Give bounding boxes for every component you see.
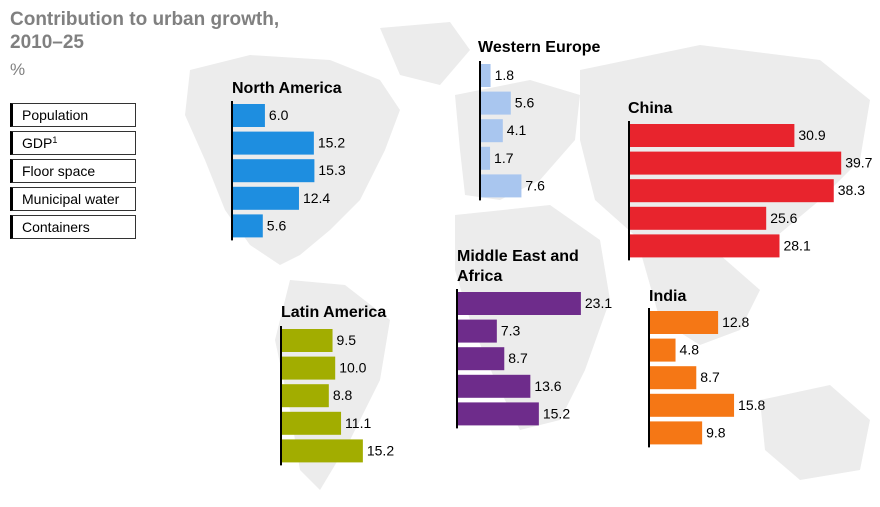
bar-value-label: 12.4	[303, 190, 330, 206]
bar-india-4	[650, 421, 703, 445]
bar-china-1	[630, 151, 842, 175]
bar-value-label: 23.1	[585, 295, 612, 311]
bar-india-1	[650, 338, 676, 362]
bar-value-label: 15.2	[543, 405, 570, 421]
region-label-middle-east-africa: Middle East and Africa	[457, 248, 579, 285]
bar-value-label: 8.7	[700, 369, 720, 385]
legend-label: GDP	[22, 135, 53, 151]
legend-item-floor-space: Floor space	[10, 159, 136, 183]
bar-western-europe-4	[481, 174, 522, 198]
bar-value-label: 25.6	[770, 210, 797, 226]
bar-north-america-2	[233, 159, 315, 183]
bar-value-label: 4.1	[507, 122, 527, 138]
unit-label: %	[10, 60, 26, 79]
chart-title-line2: 2010–25	[10, 32, 84, 53]
bar-western-europe-1	[481, 91, 511, 115]
bar-latin-america-1	[282, 356, 336, 380]
bar-value-label: 8.7	[508, 350, 528, 366]
bar-western-europe-2	[481, 119, 503, 143]
bar-latin-america-4	[282, 439, 363, 463]
bar-value-label: 13.6	[534, 378, 561, 394]
bar-value-label: 7.6	[525, 177, 545, 193]
region-label-north-america: North America	[232, 80, 342, 97]
bar-china-3	[630, 206, 767, 230]
bar-value-label: 9.5	[337, 332, 357, 348]
bar-value-label: 15.8	[738, 397, 765, 413]
bar-value-label: 8.8	[333, 387, 353, 403]
legend-label: Floor space	[22, 163, 96, 179]
legend-item-population: Population	[10, 103, 136, 127]
bar-value-label: 30.9	[798, 127, 825, 143]
bar-value-label: 5.6	[515, 95, 535, 111]
bar-middle-east-and-africa-3	[458, 374, 531, 398]
legend: Population GDP1 Floor space Municipal wa…	[10, 103, 136, 243]
bar-middle-east-and-africa-4	[458, 402, 539, 426]
region-label-china: China	[628, 100, 673, 117]
bar-value-label: 15.2	[318, 135, 345, 151]
bar-north-america-3	[233, 186, 299, 210]
bar-value-label: 15.3	[318, 162, 345, 178]
legend-label: Municipal water	[22, 191, 120, 207]
chart-title: Contribution to urban growth, 2010–25	[10, 8, 279, 54]
bar-western-europe-3	[481, 146, 491, 170]
bar-china-2	[630, 179, 834, 203]
bar-india-2	[650, 366, 697, 390]
chart-title-line1: Contribution to urban growth,	[10, 9, 280, 30]
bar-north-america-4	[233, 214, 263, 238]
bar-value-label: 11.1	[345, 415, 371, 431]
bar-value-label: 9.8	[706, 424, 726, 440]
bar-india-3	[650, 393, 735, 417]
legend-item-municipal-water: Municipal water	[10, 187, 136, 211]
bar-latin-america-3	[282, 411, 342, 435]
region-label-india: India	[649, 288, 687, 305]
legend-sup: 1	[52, 135, 58, 145]
legend-label: Population	[22, 107, 89, 123]
bar-value-label: 39.7	[845, 155, 872, 171]
bar-india-0	[650, 311, 719, 334]
region-label-western-europe: Western Europe	[478, 39, 601, 56]
region-label-latin-america: Latin America	[281, 304, 387, 321]
legend-label: Containers	[22, 219, 90, 235]
bar-north-america-0	[233, 104, 265, 127]
legend-item-gdp: GDP1	[10, 131, 136, 155]
bar-north-america-1	[233, 131, 314, 155]
legend-item-containers: Containers	[10, 215, 136, 239]
bar-value-label: 1.8	[495, 67, 515, 83]
bar-value-label: 6.0	[269, 107, 289, 123]
bar-china-0	[630, 124, 795, 147]
bar-middle-east-and-africa-2	[458, 347, 505, 371]
bar-value-label: 5.6	[267, 217, 287, 233]
bar-value-label: 28.1	[783, 237, 810, 253]
bar-middle-east-and-africa-0	[458, 292, 581, 315]
bar-value-label: 4.8	[680, 342, 700, 358]
bar-china-4	[630, 234, 780, 258]
bar-value-label: 10.0	[339, 360, 366, 376]
bar-value-label: 1.7	[494, 150, 514, 166]
bar-value-label: 12.8	[722, 314, 749, 330]
bar-value-label: 7.3	[501, 323, 521, 339]
bar-latin-america-2	[282, 384, 329, 408]
bar-latin-america-0	[282, 329, 333, 352]
bar-value-label: 38.3	[838, 182, 865, 198]
bar-middle-east-and-africa-1	[458, 319, 497, 343]
bar-western-europe-0	[481, 64, 491, 87]
bar-value-label: 15.2	[367, 442, 394, 458]
